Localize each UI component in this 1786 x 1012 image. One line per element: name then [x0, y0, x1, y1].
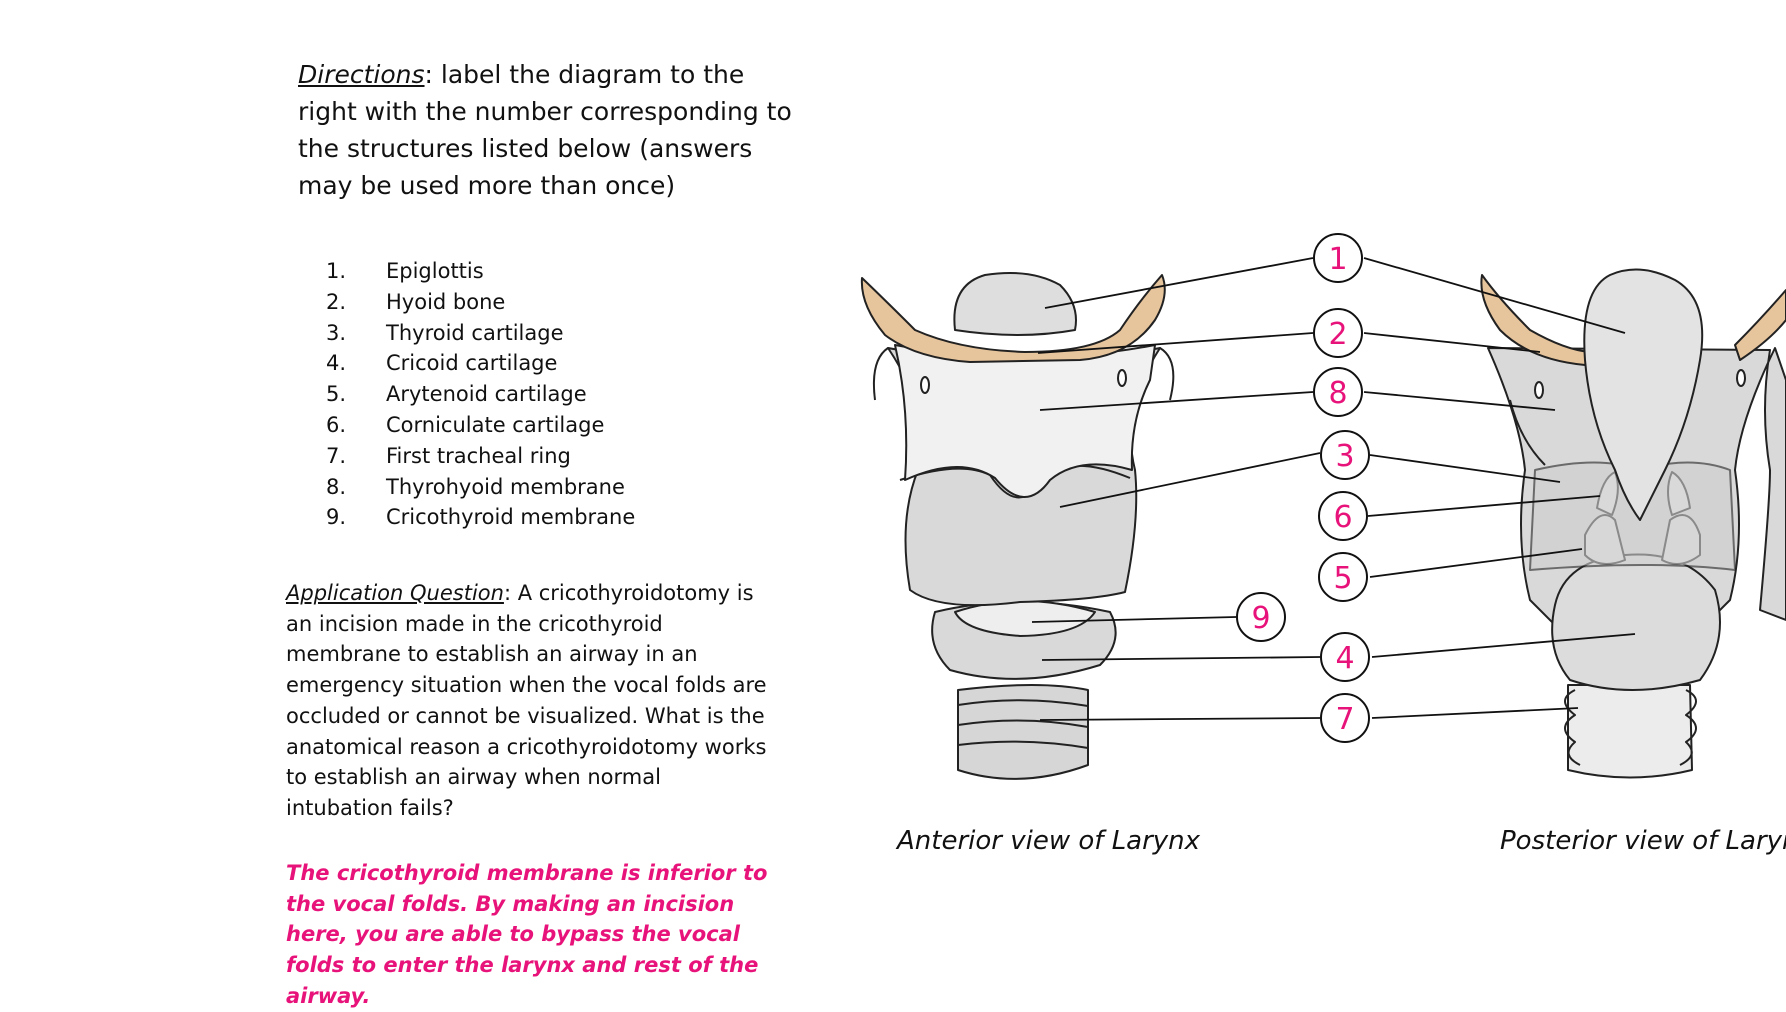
posterior-trachea [1568, 685, 1692, 778]
posterior-cricoid [1552, 554, 1720, 690]
svg-text:9: 9 [1251, 601, 1270, 636]
anterior-larynx [862, 273, 1173, 779]
svg-text:8: 8 [1328, 376, 1347, 411]
posterior-larynx [1481, 270, 1786, 778]
callout-5: 5 [1319, 553, 1367, 601]
anterior-epiglottis [954, 273, 1076, 335]
svg-text:1: 1 [1328, 242, 1347, 277]
leader-7-posterior [1372, 708, 1578, 718]
anterior-caption: Anterior view of Larynx [897, 826, 1200, 856]
svg-text:3: 3 [1335, 439, 1354, 474]
anterior-trachea [958, 685, 1088, 779]
callout-6: 6 [1319, 492, 1367, 540]
callout-2: 2 [1314, 309, 1362, 357]
svg-text:7: 7 [1335, 702, 1354, 737]
leader-2-anterior [1038, 333, 1313, 353]
callout-1: 1 [1314, 234, 1362, 282]
svg-text:6: 6 [1333, 500, 1352, 535]
svg-text:2: 2 [1328, 317, 1347, 352]
callout-8: 8 [1314, 368, 1362, 416]
posterior-caption: Posterior view of Larynx [1500, 826, 1786, 856]
callout-3: 3 [1321, 431, 1369, 479]
callouts: 1 2 8 3 6 5 9 4 7 [1237, 234, 1369, 742]
callout-7: 7 [1321, 694, 1369, 742]
callout-4: 4 [1321, 633, 1369, 681]
leader-1-anterior [1045, 258, 1313, 308]
svg-text:5: 5 [1333, 561, 1352, 596]
svg-text:4: 4 [1335, 641, 1354, 676]
callout-9: 9 [1237, 593, 1285, 641]
